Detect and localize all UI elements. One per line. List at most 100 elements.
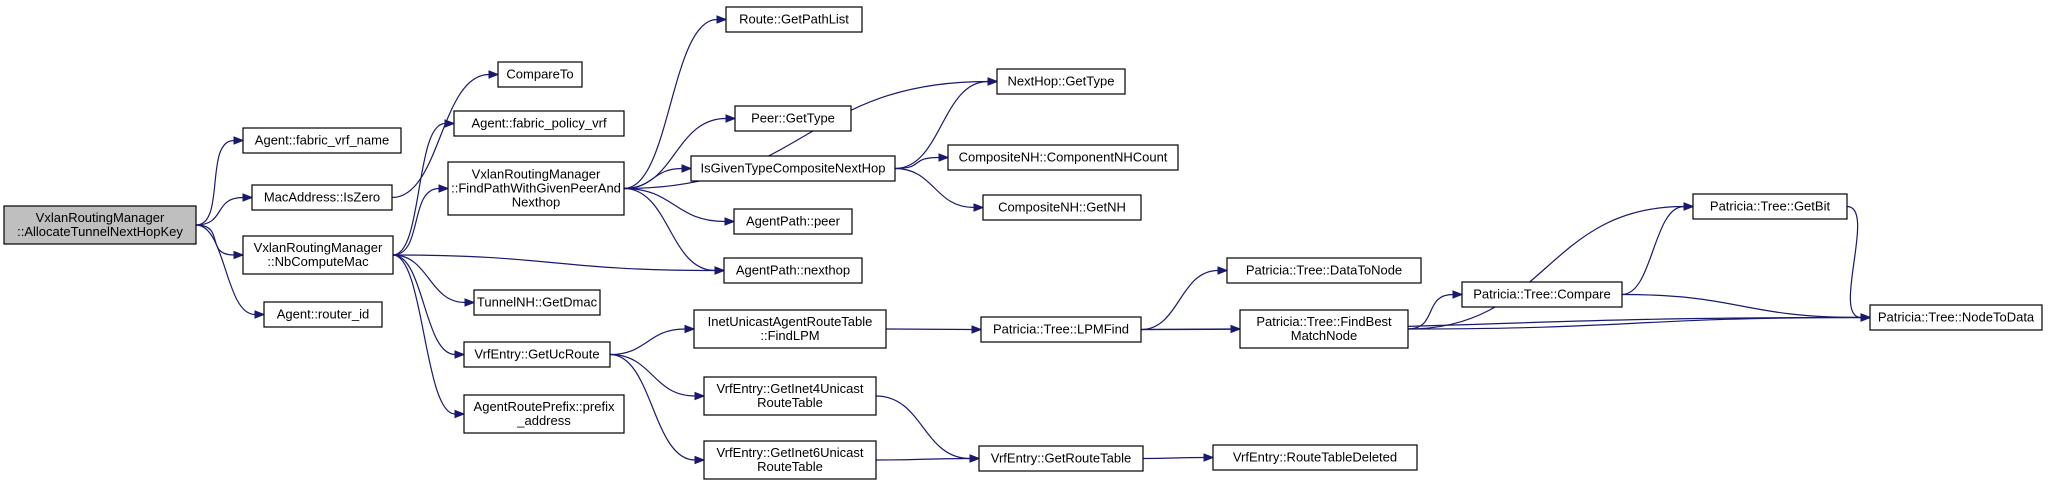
node-route-table-deleted[interactable]: VrfEntry::RouteTableDeleted [1212, 444, 1418, 471]
node-box [703, 440, 877, 480]
arrowhead [1217, 266, 1229, 275]
edge-nb-compute-mac-to-prefix-address [392, 254, 466, 419]
edge-line [609, 353, 696, 397]
node-is-zero[interactable]: MacAddress::IsZero [251, 184, 393, 211]
edge-nb-compute-mac-to-find-path [392, 184, 450, 256]
node-get-dmac[interactable]: TunnelNH::GetDmac [473, 289, 601, 316]
node-tree-compare[interactable]: Patricia::Tree::Compare [1461, 281, 1623, 308]
node-get-path-list[interactable]: Route::GetPathList [725, 6, 863, 33]
node-fabric-vrf-name[interactable]: Agent::fabric_vrf_name [242, 127, 402, 154]
node-composite-get-nh[interactable]: CompositeNH::GetNH [982, 194, 1142, 221]
edge-is-given-type-to-composite-get-nh [894, 167, 985, 212]
edge-nb-compute-mac-to-fabric-policy-vrf [392, 119, 456, 256]
node-is-given-type[interactable]: IsGivenTypeCompositeNextHop [690, 155, 896, 182]
node-label-line: InetUnicastAgentRouteTable [708, 314, 873, 329]
edge-line [195, 224, 256, 316]
arrowhead [971, 325, 983, 334]
node-get-route-table[interactable]: VrfEntry::GetRouteTable [978, 445, 1144, 472]
edge-line [875, 457, 971, 461]
node-fabric-policy-vrf[interactable]: Agent::fabric_policy_vrf [453, 110, 625, 137]
node-root[interactable]: VxlanRoutingManager::AllocateTunnelNextH… [3, 205, 197, 245]
arrowhead [987, 77, 999, 86]
arrowhead [725, 114, 737, 123]
edge-line [392, 254, 456, 356]
node-agent-path-nexthop[interactable]: AgentPath::nexthop [723, 257, 863, 284]
node-box [703, 376, 877, 416]
node-peer-get-type[interactable]: Peer::GetType [734, 105, 852, 132]
node-label-line: VrfEntry::GetRouteTable [991, 451, 1131, 466]
edge-root-to-router-id [195, 224, 266, 319]
node-label-line: Route::GetPathList [739, 12, 849, 27]
edge-line [392, 254, 716, 272]
edge-root-to-is-zero [195, 193, 254, 226]
arrowhead [938, 153, 950, 162]
node-box [725, 6, 863, 33]
node-box [1461, 281, 1623, 308]
edge-tree-compare-to-node-to-data [1621, 293, 1872, 322]
node-label-line: ::FindPathWithGivenPeerAnd [451, 181, 621, 196]
node-box [453, 110, 625, 137]
edge-find-path-to-get-path-list [623, 15, 728, 190]
edge-tree-compare-to-get-bit [1621, 202, 1695, 296]
node-prefix-address[interactable]: AgentRoutePrefix::prefix_address [463, 394, 625, 434]
node-box [497, 61, 583, 88]
edge-get-bit-to-node-to-data [1846, 205, 1872, 322]
node-lpm-find[interactable]: Patricia::Tree::LPMFind [980, 316, 1142, 343]
node-compare-to[interactable]: CompareTo [497, 61, 583, 88]
node-box [982, 194, 1142, 221]
edge-line [195, 139, 235, 226]
arrowhead [714, 266, 726, 275]
node-box [242, 235, 394, 275]
edge-line [875, 395, 971, 460]
node-node-to-data[interactable]: Patricia::Tree::NodeToData [1869, 304, 2043, 331]
node-nb-compute-mac[interactable]: VxlanRoutingManager::NbComputeMac [242, 235, 394, 275]
edge-line [623, 80, 989, 190]
node-find-path[interactable]: VxlanRoutingManager::FindPathWithGivenPe… [447, 161, 625, 216]
arrowhead [488, 70, 500, 79]
node-nexthop-get-type[interactable]: NextHop::GetType [996, 68, 1126, 95]
edge-line [623, 187, 716, 272]
node-label-line: VrfEntry::RouteTableDeleted [1233, 450, 1397, 465]
node-label-line: ::AllocateTunnelNextHopKey [17, 224, 183, 239]
node-box [978, 445, 1144, 472]
edge-line [392, 187, 440, 256]
arrowhead [973, 203, 985, 212]
node-label-line: Agent::router_id [277, 307, 370, 322]
node-box [947, 144, 1179, 171]
arrowhead [716, 15, 728, 24]
node-box [1226, 257, 1422, 284]
edge-line [195, 196, 244, 226]
edge-nb-compute-mac-to-get-uc-route [392, 254, 466, 359]
node-box [723, 257, 863, 284]
node-label-line: NextHop::GetType [1008, 74, 1115, 89]
node-box [1239, 309, 1409, 349]
edge-nb-compute-mac-to-agent-path-nexthop [392, 254, 726, 275]
arrowhead [454, 409, 466, 419]
node-component-nh-count[interactable]: CompositeNH::ComponentNHCount [947, 144, 1179, 171]
edge-root-to-nb-compute-mac [195, 224, 245, 260]
edge-is-zero-to-compare-to [391, 70, 500, 199]
arrowhead [233, 250, 245, 260]
arrowhead [242, 193, 254, 202]
node-get-uc-route[interactable]: VrfEntry::GetUcRoute [463, 341, 611, 368]
node-box [242, 127, 402, 154]
node-box [463, 341, 611, 368]
edge-line [392, 254, 456, 415]
node-label-line: VrfEntry::GetInet4Unicast [717, 381, 864, 396]
node-label-line: Agent::fabric_policy_vrf [471, 116, 607, 131]
node-agent-path-peer[interactable]: AgentPath::peer [733, 208, 853, 235]
node-label-line: VxlanRoutingManager [472, 167, 601, 182]
node-box [447, 161, 625, 216]
edge-get-uc-route-to-find-lpm [609, 324, 696, 356]
edge-line [392, 254, 466, 304]
node-box [996, 68, 1126, 95]
edge-line [609, 353, 696, 461]
node-get-bit[interactable]: Patricia::Tree::GetBit [1692, 193, 1848, 220]
node-data-to-node[interactable]: Patricia::Tree::DataToNode [1226, 257, 1422, 284]
node-label-line: CompareTo [506, 67, 573, 82]
node-find-lpm[interactable]: InetUnicastAgentRouteTable::FindLPM [693, 309, 887, 349]
node-router-id[interactable]: Agent::router_id [263, 301, 383, 328]
